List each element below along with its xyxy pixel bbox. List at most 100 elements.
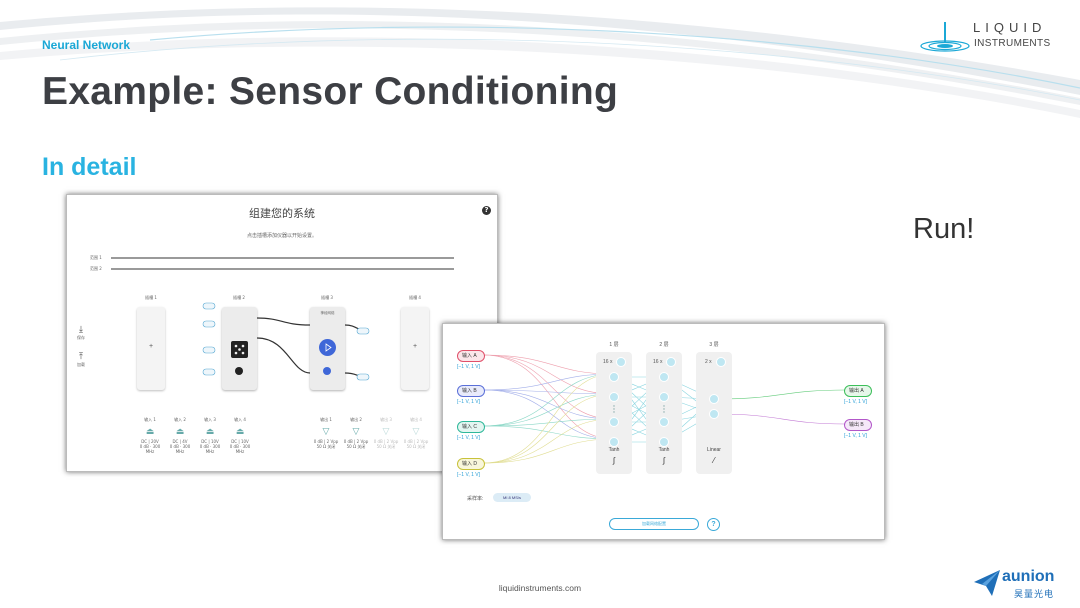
output-a-pill[interactable]: 输出 A [844, 385, 872, 397]
input-2-label: 输入 2 [174, 417, 186, 422]
sample-rate-select[interactable]: MI 8 MS/s [493, 493, 531, 502]
output-b-pill[interactable]: 输出 B [844, 419, 872, 431]
range-1-label: 范围 1 [90, 255, 102, 260]
upload-icon: ⤒ [79, 352, 83, 362]
input-2-coupling: DC | 4V [172, 439, 188, 444]
input-3-settings[interactable]: 输入 3 ⏏ DC | 10V 0 dB · 300 MHz [195, 417, 225, 454]
layer-1-activation: Tanh [608, 447, 620, 453]
output-icon: ▽ [322, 427, 330, 437]
builder-title: 组建您的系统 [249, 207, 315, 220]
input-3-atten: 0 dB · 300 MHz [199, 444, 221, 454]
slot-3-label: 插槽 3 [321, 295, 333, 300]
input-4-coupling: DC | 10V [231, 439, 249, 444]
output-2-termination: 50 Ω 关闭 [346, 444, 366, 449]
slide-title: Example: Sensor Conditioning [42, 70, 619, 113]
section-label: Neural Network [42, 38, 131, 52]
output-3-settings[interactable]: 输出 3 ▽ 0 dB | 2 Vpp 50 Ω 关闭 [371, 417, 401, 450]
paper-plane-icon [974, 570, 1000, 596]
save-button[interactable]: ⤓ 保存 [73, 325, 89, 341]
input-3-coupling: DC | 10V [201, 439, 219, 444]
layer-2-label: 2 层 [659, 342, 669, 348]
slot-3-instrument[interactable]: 神经网络 [310, 307, 345, 390]
layer-1-label: 1 层 [609, 342, 619, 348]
output-2-settings[interactable]: 输出 2 ▽ 0 dB | 2 Vpp 50 Ω 关闭 [341, 417, 371, 450]
run-text: Run! [913, 213, 975, 245]
logo-word-instruments: INSTRUMENTS [974, 38, 1051, 49]
input-1-settings[interactable]: 输入 1 ⏏ DC | 20V 0 dB · 300 MHz [135, 417, 165, 454]
save-label: 保存 [77, 335, 85, 340]
layer-3-activation: Linear [707, 447, 721, 453]
slot-4-empty[interactable]: + [401, 307, 429, 390]
linear-icon: ⁄ [713, 456, 715, 465]
aunion-logo: aunion 昊量光电 [972, 568, 1072, 602]
output-4-label: 输出 4 [410, 417, 422, 422]
range-2-label: 范围 2 [90, 266, 102, 271]
output-a-range: [−1 V, 1 V] [844, 399, 868, 405]
play-icon [319, 339, 336, 356]
neural-network-icon [231, 341, 248, 358]
droplet-icon [920, 22, 970, 52]
input-a-pill[interactable]: 输入 A [457, 350, 485, 362]
input-4-atten: 0 dB · 300 MHz [229, 444, 251, 454]
logo-word-liquid: LIQUID [973, 20, 1047, 35]
add-icon: + [412, 343, 418, 350]
output-4-settings[interactable]: 输出 4 ▽ 0 dB | 2 Vpp 50 Ω 关闭 [401, 417, 431, 450]
sample-rate-label: 采样率: [467, 496, 484, 502]
slot-4-label: 插槽 4 [409, 295, 421, 300]
output-icon: ▽ [382, 427, 390, 437]
status-dot-icon [235, 367, 243, 375]
load-button[interactable]: ⤒ 加载 [73, 352, 89, 368]
output-3-gain: 0 dB | 2 Vpp [373, 439, 399, 444]
neural-network-config-screenshot: 输入 A [−1 V, 1 V] 输入 B [−1 V, 1 V] 输入 C [… [442, 323, 885, 540]
slot-2-label: 插槽 2 [233, 295, 245, 300]
input-a-range: [−1 V, 1 V] [457, 364, 481, 370]
signal-icon: ⏏ [235, 427, 245, 437]
output-icon: ▽ [352, 427, 360, 437]
input-b-range: [−1 V, 1 V] [457, 399, 481, 405]
slot-1-empty[interactable]: + [137, 307, 165, 390]
help-icon[interactable]: ? [707, 518, 720, 531]
slot-3-name: 神经网络 [320, 311, 335, 315]
moku-builder-screenshot: 组建您的系统 点击插槽添加仪器以开始设置。 ? 范围 1 范围 2 ⤓ 保存 ⤒… [66, 194, 498, 472]
help-icon[interactable]: ? [482, 206, 491, 215]
output-1-termination: 50 Ω 关闭 [316, 444, 336, 449]
load-config-button[interactable]: 加载网络配置 [609, 518, 699, 530]
layer-1-count: 16 x [603, 359, 613, 365]
input-4-label: 输入 4 [234, 417, 246, 422]
signal-icon: ⏏ [145, 427, 155, 437]
footer-url: liquidinstruments.com [498, 583, 582, 593]
input-1-label: 输入 1 [144, 417, 156, 422]
layer-2-activation: Tanh [658, 447, 670, 453]
range-2-bar [111, 268, 454, 270]
output-1-settings[interactable]: 输出 1 ▽ 0 dB | 2 Vpp 50 Ω 关闭 [311, 417, 341, 450]
input-d-range: [−1 V, 1 V] [457, 472, 481, 478]
tanh-icon: ∫ [662, 456, 666, 465]
input-c-range: [−1 V, 1 V] [457, 435, 481, 441]
output-4-termination: 50 Ω 关闭 [406, 444, 426, 449]
header-swoosh [0, 7, 1080, 118]
liquid-instruments-logo: LIQUID INSTRUMENTS [918, 20, 1060, 54]
output-3-label: 输出 3 [380, 417, 392, 422]
input-2-settings[interactable]: 输入 2 ⏏ DC | 4V 0 dB · 300 MHz [165, 417, 195, 454]
signal-icon: ⏏ [175, 427, 185, 437]
input-b-pill[interactable]: 输入 B [457, 385, 485, 397]
output-1-label: 输出 1 [320, 417, 332, 422]
output-2-label: 输出 2 [350, 417, 362, 422]
input-1-coupling: DC | 20V [141, 439, 159, 444]
output-b-range: [−1 V, 1 V] [844, 433, 868, 439]
slot-2-instrument[interactable] [222, 307, 257, 390]
builder-subtitle: 点击插槽添加仪器以开始设置。 [246, 233, 317, 239]
slot-1-label: 插槽 1 [145, 295, 157, 300]
output-3-termination: 50 Ω 关闭 [376, 444, 396, 449]
status-dot-icon [323, 367, 331, 375]
aunion-sub: 昊量光电 [1014, 589, 1055, 599]
input-c-pill[interactable]: 输入 C [457, 421, 485, 433]
range-1-bar [111, 257, 454, 259]
download-icon: ⤓ [79, 325, 83, 335]
input-d-pill[interactable]: 输入 D [457, 458, 485, 470]
output-2-gain: 0 dB | 2 Vpp [343, 439, 369, 444]
layer-3-label: 3 层 [709, 342, 719, 348]
aunion-name: aunion [1002, 568, 1055, 585]
output-1-gain: 0 dB | 2 Vpp [313, 439, 339, 444]
input-4-settings[interactable]: 输入 4 ⏏ DC | 10V 0 dB · 300 MHz [225, 417, 255, 454]
